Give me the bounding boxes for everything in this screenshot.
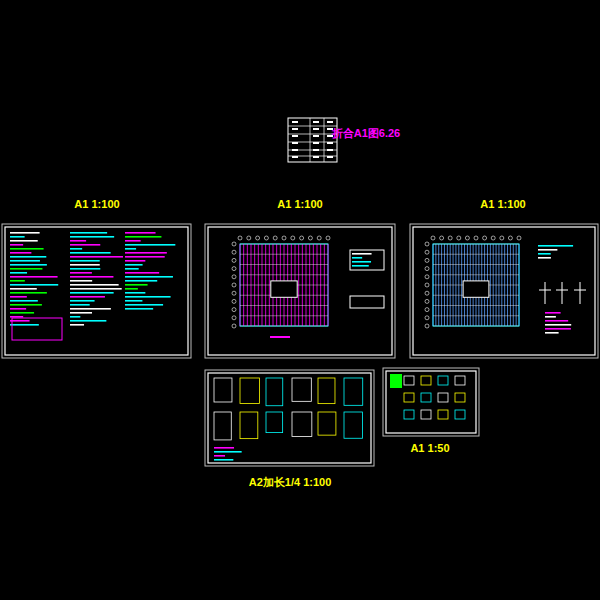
sheet-scale-label: A1 1:100 (74, 198, 119, 210)
drawing-sheet (205, 370, 374, 466)
drawing-sheet (2, 224, 191, 358)
sheet-scale-label: A1 1:100 (277, 198, 322, 210)
sheet-count-note: 折合A1图6.26 (332, 126, 400, 141)
drawing-sheet (410, 224, 598, 358)
sheet-scale-label: A1 1:100 (480, 198, 525, 210)
drawing-sheet (383, 368, 479, 436)
sheet-table (288, 118, 337, 162)
sheet-scale-label: A1 1:50 (410, 442, 449, 454)
sheet-scale-label: A2加长1/4 1:100 (249, 475, 332, 490)
drawing-sheet (205, 224, 395, 358)
